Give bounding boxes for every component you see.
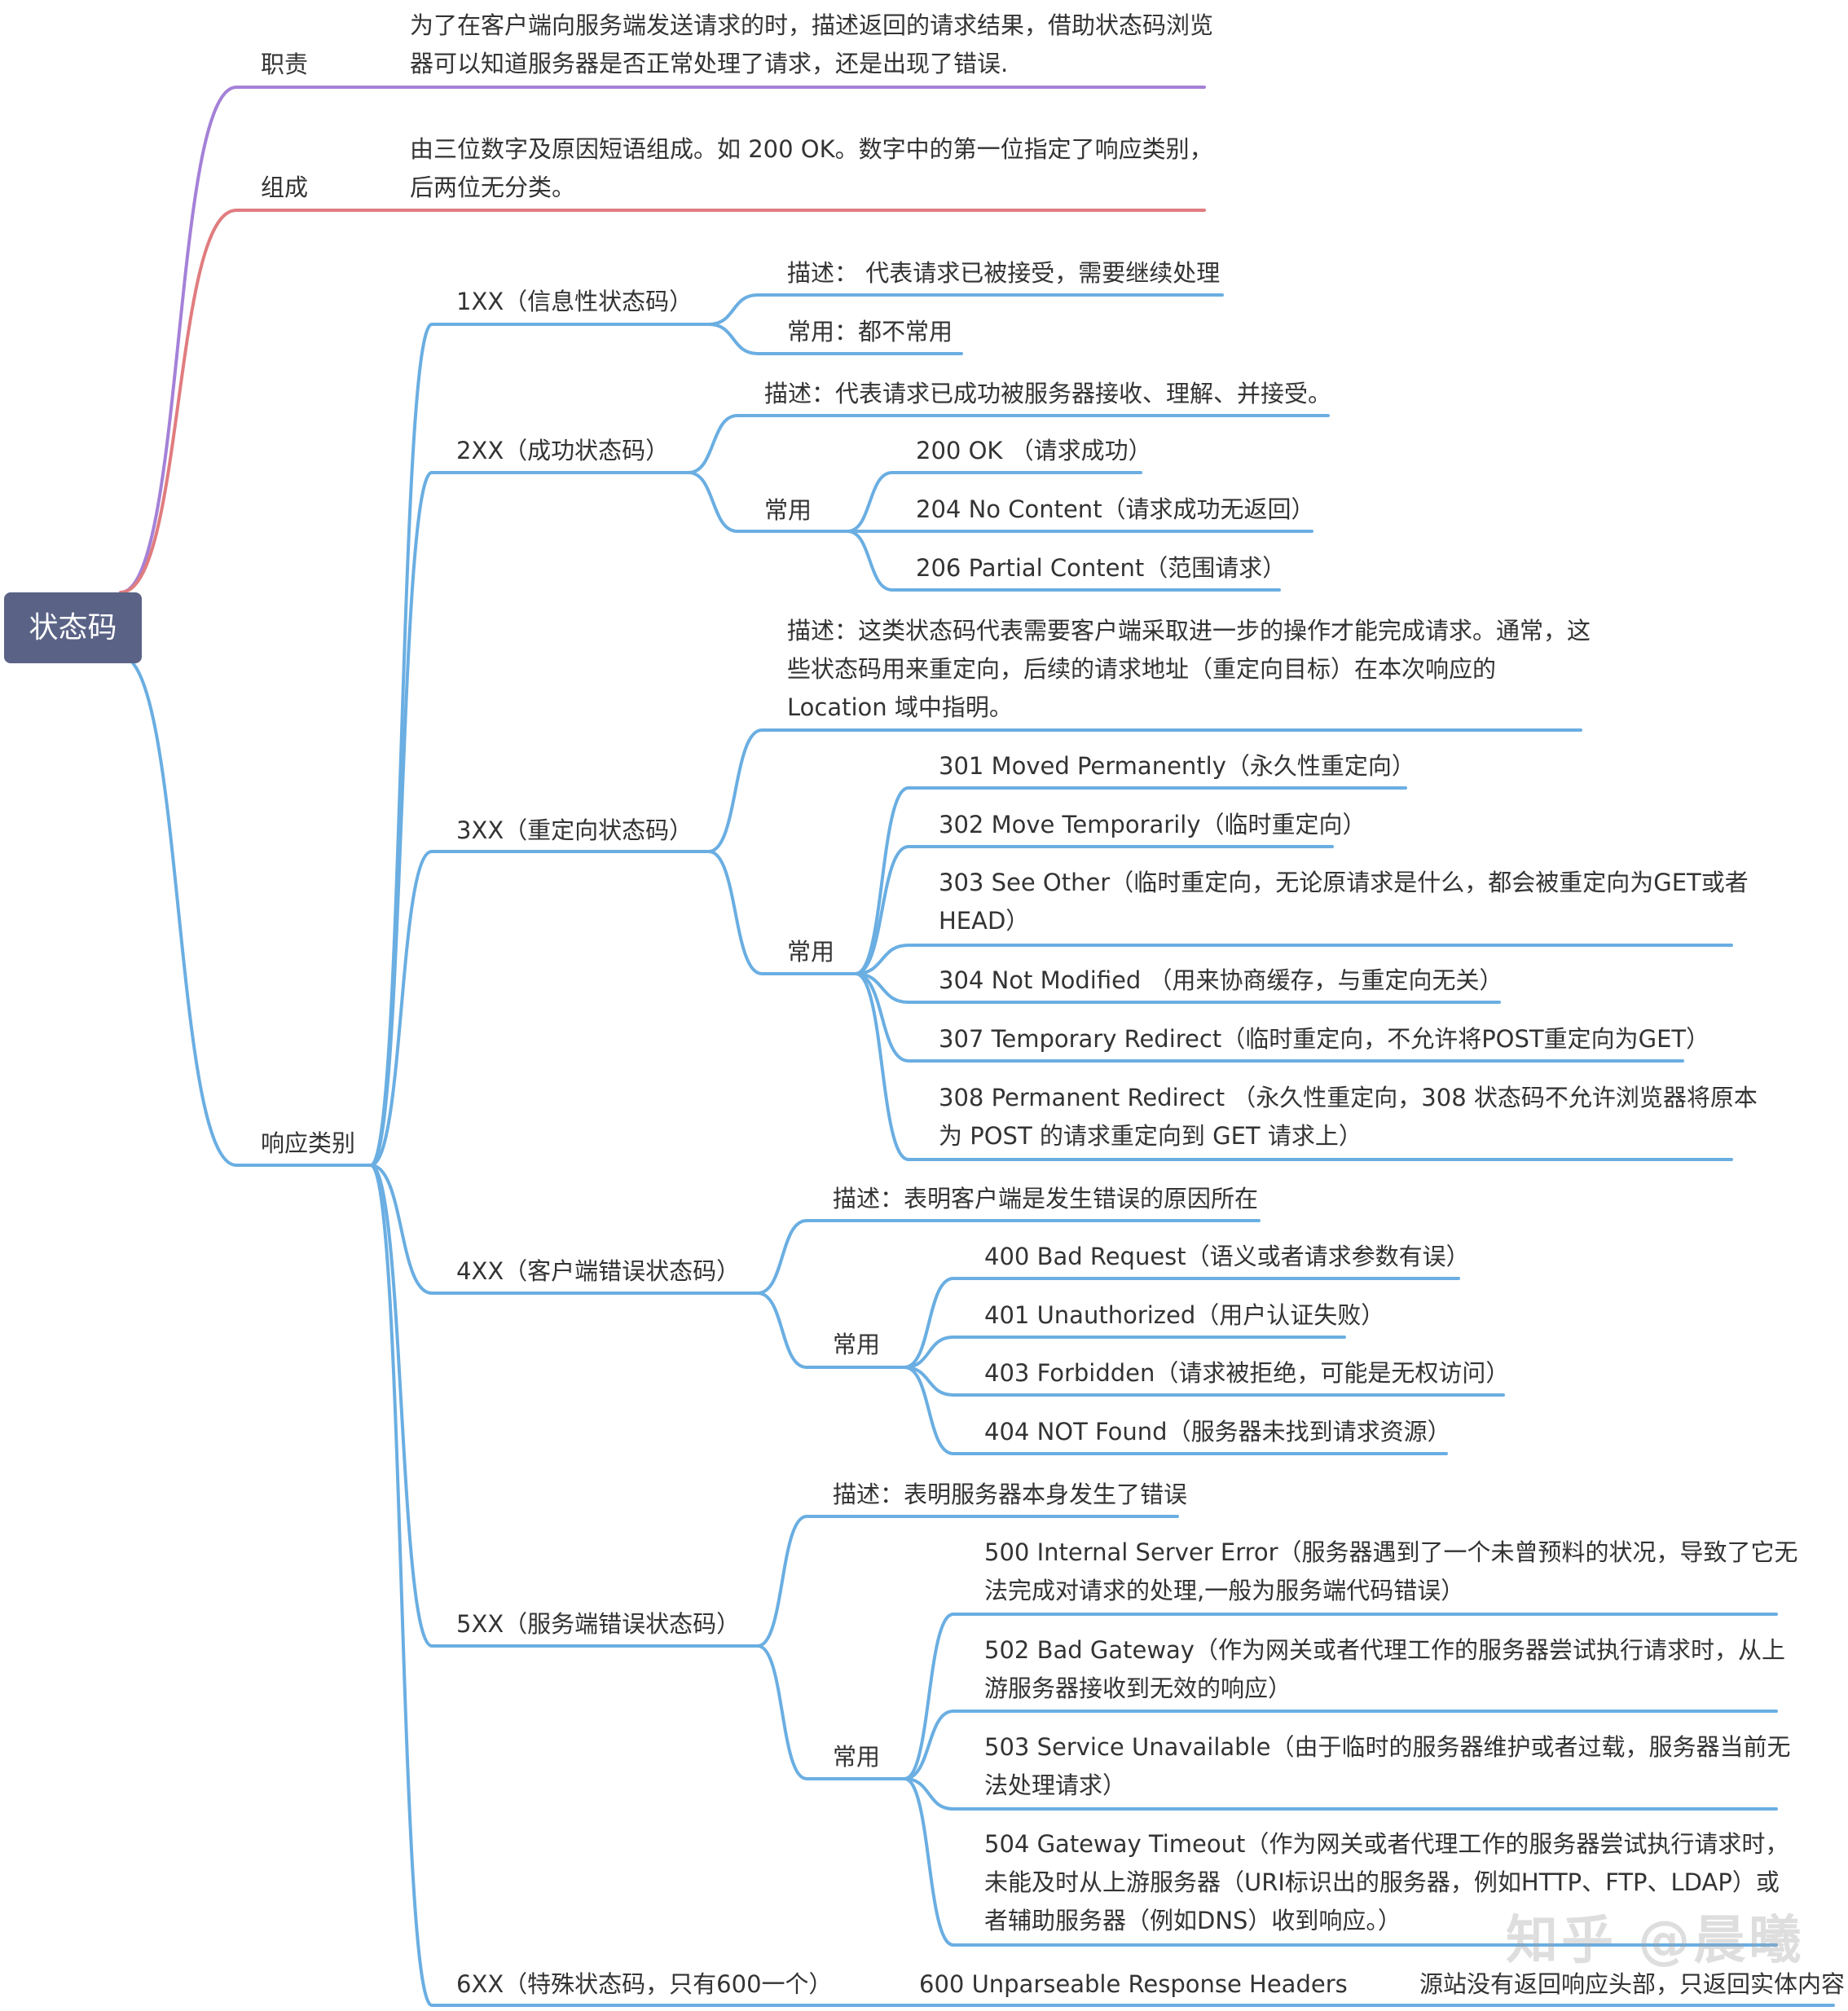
- node-5xx[interactable]: 5XX（服务端错误状态码）: [456, 1610, 741, 1638]
- node-303[interactable]: 303 See Other（临时重定向，无论原请求是什么，都会被重定向为GET或…: [939, 869, 1749, 935]
- node-500[interactable]: 500 Internal Server Error（服务器遇到了一个未曾预料的状…: [984, 1538, 1798, 1604]
- 3xx-302-link: [854, 845, 910, 975]
- 3xx-301-link: [854, 786, 910, 975]
- cat-1xx-link: [369, 323, 433, 1167]
- node-compose[interactable]: 组成: [261, 174, 309, 201]
- node-compose-text[interactable]: 由三位数字及原因短语组成。如 200 OK。数字中的第一位指定了响应类别， 后两…: [410, 135, 1213, 201]
- node-4xx-desc[interactable]: 描述：表明客户端是发生错误的原因所在: [833, 1185, 1259, 1212]
- resp-link: [119, 654, 238, 1167]
- node-401[interactable]: 401 Unauthorized（用户认证失败）: [984, 1301, 1385, 1329]
- node-3xx-common[interactable]: 常用: [787, 938, 835, 966]
- node-5xx-desc[interactable]: 描述：表明服务器本身发生了错误: [833, 1481, 1188, 1508]
- 1xx-common-link: [707, 323, 759, 355]
- node-5xx-common[interactable]: 常用: [833, 1743, 881, 1771]
- node-1xx-common[interactable]: 常用：都不常用: [787, 318, 953, 345]
- 3xx-303-link: [854, 944, 910, 975]
- node-302[interactable]: 302 Move Temporarily（临时重定向）: [939, 811, 1366, 838]
- node-206[interactable]: 206 Partial Content（范围请求）: [916, 554, 1287, 582]
- cat-5xx-link: [369, 1164, 433, 1648]
- 5xx-502-link: [903, 1710, 955, 1780]
- node-301[interactable]: 301 Moved Permanently（永久性重定向）: [939, 752, 1415, 780]
- 1xx-desc-link: [707, 293, 759, 326]
- node-204[interactable]: 204 No Content（请求成功无返回）: [916, 495, 1315, 523]
- node-307[interactable]: 307 Temporary Redirect（临时重定向，不允许将POST重定向…: [939, 1025, 1710, 1053]
- node-502[interactable]: 502 Bad Gateway（作为网关或者代理工作的服务器尝试执行请求时，从上…: [984, 1636, 1785, 1702]
- node-2xx-desc[interactable]: 描述：代表请求已成功被服务器接收、理解、并接受。: [764, 380, 1332, 407]
- node-duty[interactable]: 职责: [261, 51, 309, 78]
- node-308[interactable]: 308 Permanent Redirect （永久性重定向，308 状态码不允…: [939, 1084, 1758, 1150]
- node-3xx-desc[interactable]: 描述：这类状态码代表需要客户端采取进一步的操作才能完成请求。通常，这 些状态码用…: [787, 617, 1591, 721]
- compose-link: [119, 209, 238, 594]
- 4xx-400-link: [903, 1277, 955, 1369]
- 5xx-common-link: [756, 1644, 808, 1780]
- cat-2xx-link: [369, 471, 433, 1167]
- node-1xx-desc[interactable]: 描述： 代表请求已被接受，需要继续处理: [787, 259, 1221, 287]
- node-2xx[interactable]: 2XX（成功状态码）: [456, 437, 670, 464]
- node-400[interactable]: 400 Bad Request（语义或者请求参数有误）: [984, 1243, 1470, 1270]
- 4xx-404-link: [903, 1366, 955, 1455]
- node-4xx[interactable]: 4XX（客户端错误状态码）: [456, 1257, 741, 1285]
- 3xx-307-link: [854, 972, 910, 1063]
- 5xx-504-link: [903, 1777, 955, 1947]
- 5xx-503-link: [903, 1777, 955, 1811]
- 2xx-common-link: [687, 471, 739, 533]
- node-3xx[interactable]: 3XX（重定向状态码）: [456, 816, 693, 844]
- node-duty-text[interactable]: 为了在客户端向服务端发送请求的时，描述返回的请求结果，借助状态码浏览 器可以知道…: [410, 11, 1214, 77]
- 4xx-desc-link: [756, 1219, 808, 1295]
- node-600[interactable]: 600 Unparseable Response Headers: [919, 1970, 1348, 1998]
- node-503[interactable]: 503 Service Unavailable（由于临时的服务器维护或者过载，服…: [984, 1733, 1791, 1799]
- node-1xx[interactable]: 1XX（信息性状态码）: [456, 288, 693, 315]
- 4xx-common-link: [756, 1292, 808, 1369]
- 4xx-401-link: [903, 1336, 955, 1369]
- node-403[interactable]: 403 Forbidden（请求被拒绝，可能是无权访问）: [984, 1359, 1510, 1387]
- node-304[interactable]: 304 Not Modified （用来协商缓存，与重定向无关）: [939, 966, 1503, 994]
- 2xx-desc-link: [687, 414, 739, 474]
- 5xx-desc-link: [756, 1515, 808, 1648]
- node-600-desc[interactable]: 源站没有返回响应头部，只返回实体内容: [1419, 1970, 1846, 1998]
- node-200[interactable]: 200 OK （请求成功）: [916, 437, 1152, 464]
- node-response-category[interactable]: 响应类别: [261, 1129, 356, 1157]
- watermark: 知乎 @晨曦: [1506, 1911, 1805, 1971]
- node-504[interactable]: 504 Gateway Timeout（作为网关或者代理工作的服务器尝试执行请求…: [984, 1830, 1789, 1934]
- 2xx-200-link: [846, 471, 894, 533]
- node-6xx[interactable]: 6XX（特殊状态码，只有600一个）: [456, 1970, 833, 1998]
- 2xx-206-link: [846, 530, 894, 592]
- node-2xx-common[interactable]: 常用: [764, 496, 812, 524]
- node-4xx-common[interactable]: 常用: [833, 1331, 881, 1358]
- cat-3xx-link: [369, 850, 433, 1167]
- 3xx-desc-link: [707, 728, 763, 853]
- duty-link: [119, 86, 238, 594]
- root-node[interactable]: 状态码: [4, 592, 142, 663]
- cat-4xx-link: [369, 1164, 433, 1295]
- node-404[interactable]: 404 NOT Found（服务器未找到请求资源）: [984, 1418, 1451, 1446]
- 3xx-308-link: [854, 972, 910, 1161]
- 3xx-common-link: [707, 850, 763, 975]
- 5xx-500-link: [903, 1613, 955, 1780]
- cat-6xx-link: [369, 1164, 433, 2007]
